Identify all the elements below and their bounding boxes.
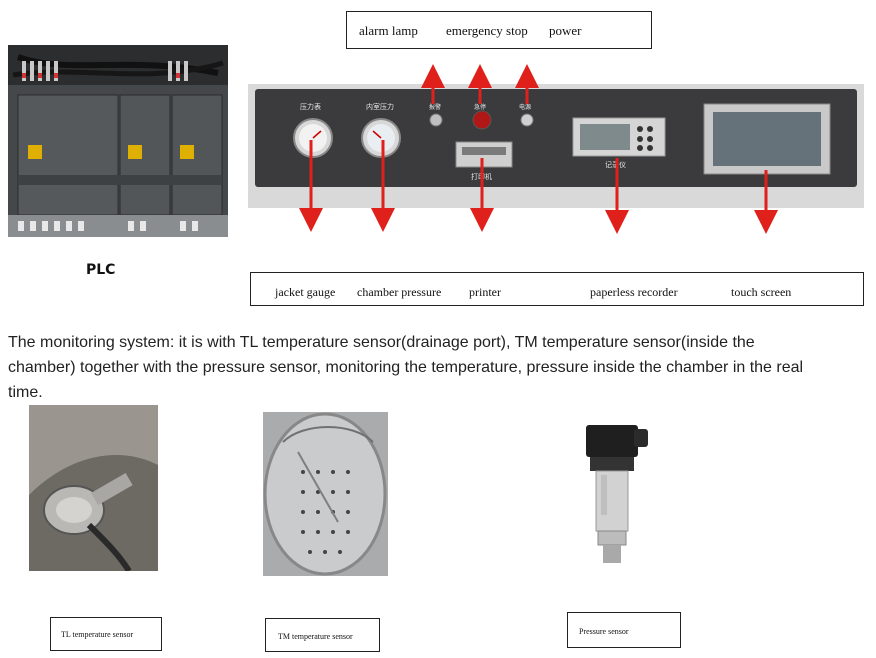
printer-label: printer bbox=[469, 285, 501, 299]
gauge1-label: 压力表 bbox=[300, 104, 321, 111]
paperless-recorder-label: paperless recorder bbox=[590, 285, 678, 299]
tm-sensor-box: TM temperature sensor bbox=[265, 618, 380, 652]
jacket-gauge-label: jacket gauge bbox=[275, 285, 336, 299]
alarm-lamp-label: alarm lamp bbox=[359, 23, 418, 38]
lamp-label: 报警 bbox=[429, 105, 442, 111]
emergency-stop-icon bbox=[472, 110, 492, 130]
plc-label: PLC bbox=[86, 262, 116, 278]
tl-sensor-box: TL temperature sensor bbox=[50, 617, 162, 651]
description-paragraph: The monitoring system: it is with TL tem… bbox=[8, 334, 804, 401]
tm-sensor-label: TM temperature sensor bbox=[278, 632, 353, 641]
pressure-sensor-label: Pressure sensor bbox=[579, 627, 629, 636]
power-lamp-icon bbox=[520, 113, 534, 127]
pressure-sensor-box: Pressure sensor bbox=[567, 612, 681, 648]
tm-sensor-photo bbox=[263, 412, 388, 576]
power-label: power bbox=[549, 23, 582, 38]
gauge2-label: 内室压力 bbox=[366, 104, 394, 111]
stop-label: 急停 bbox=[474, 105, 487, 111]
touch-screen-label: touch screen bbox=[731, 285, 792, 299]
power-panel-label: 电源 bbox=[519, 105, 532, 111]
alarm-lamp-icon bbox=[429, 113, 443, 127]
panel-face: 压力表 内室压力 报警 急停 电源 打印机 记录仪 bbox=[255, 89, 857, 187]
control-panel: 压力表 内室压力 报警 急停 电源 打印机 记录仪 bbox=[248, 84, 864, 208]
top-callout-box: alarm lamp emergency stop power bbox=[346, 11, 652, 49]
chamber-pressure-label: chamber pressure bbox=[357, 285, 442, 299]
emergency-stop-label: emergency stop bbox=[446, 23, 528, 38]
bottom-callout-box: jacket gauge chamber pressure printer pa… bbox=[250, 272, 864, 306]
tl-sensor-label: TL temperature sensor bbox=[61, 630, 134, 639]
pressure-sensor-photo bbox=[572, 419, 657, 571]
plc-photo bbox=[8, 45, 228, 237]
tl-sensor-photo bbox=[29, 405, 158, 571]
